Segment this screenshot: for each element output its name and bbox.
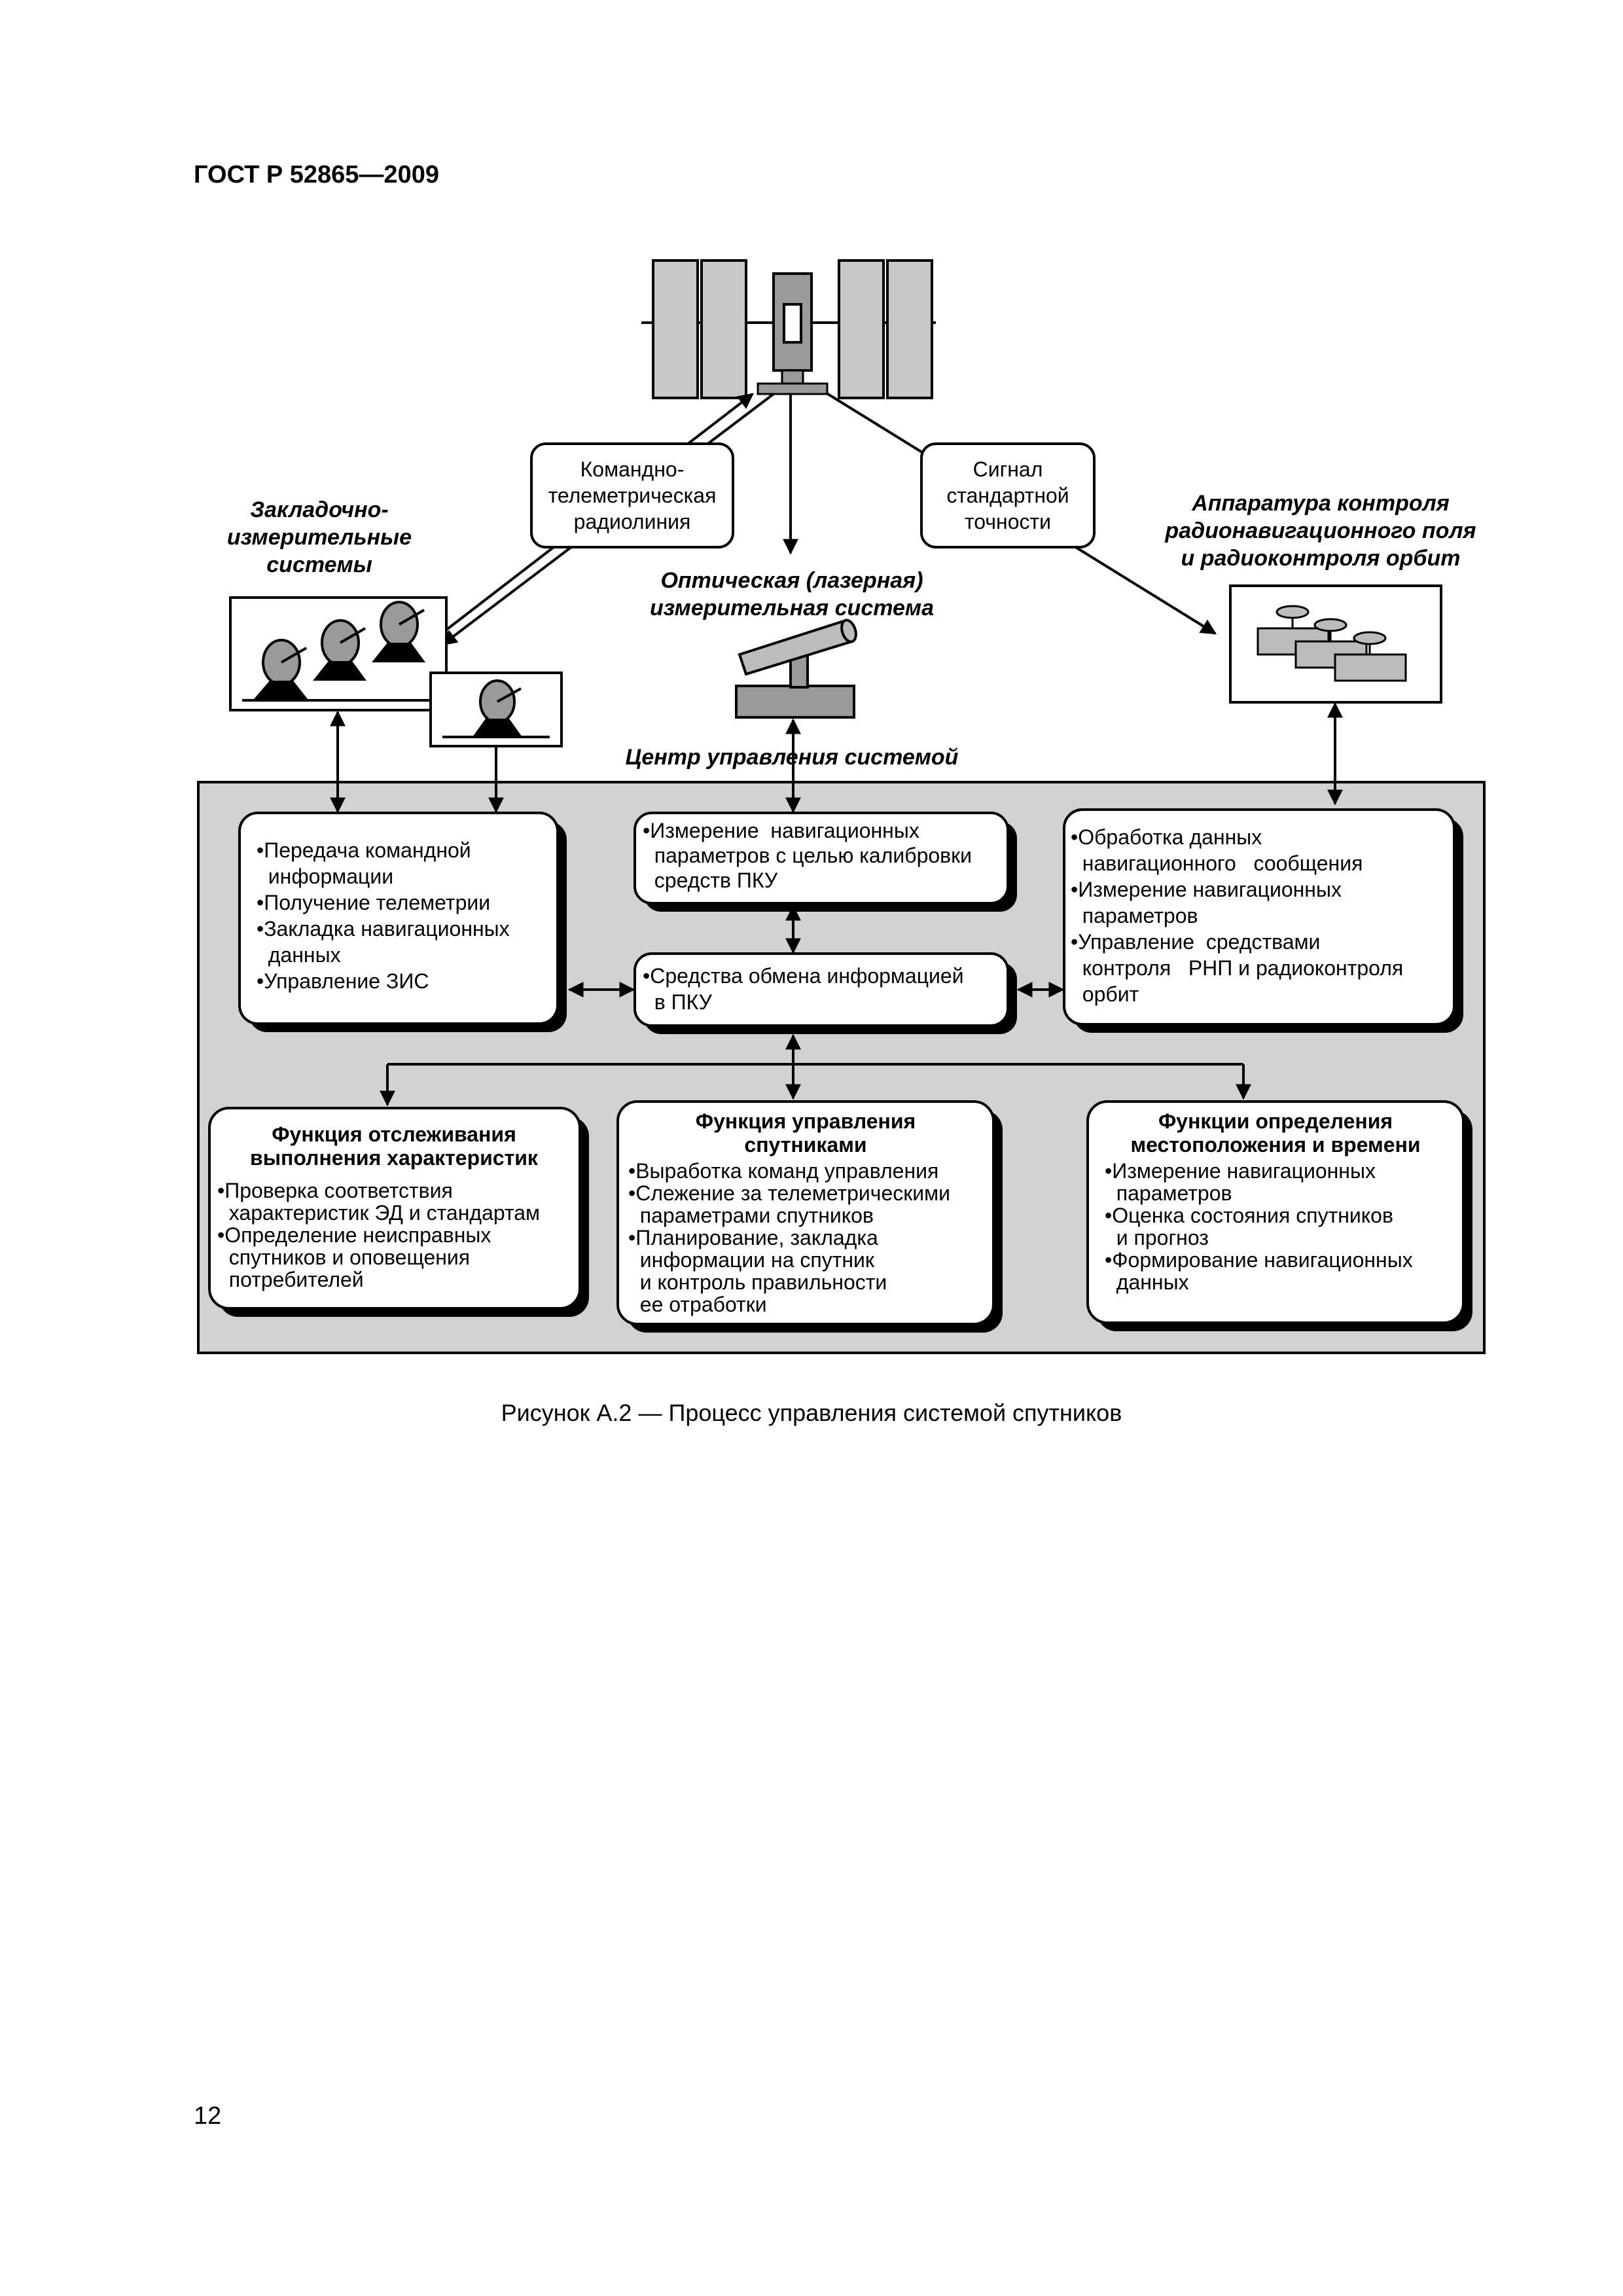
svg-text:Функции определения: Функции определения: [1158, 1109, 1393, 1133]
svg-text:Закладочно-: Закладочно-: [250, 497, 388, 522]
svg-text:•Передача командной: •Передача командной: [257, 838, 471, 862]
optical-system-label: Оптическая (лазерная) измерительная сист…: [650, 568, 934, 620]
svg-text:средств ПКУ: средств ПКУ: [643, 869, 778, 892]
svg-text:•Получение телеметрии: •Получение телеметрии: [257, 891, 490, 914]
svg-text:информации: информации: [257, 865, 393, 888]
svg-text:параметров с целью калибровки: параметров с целью калибровки: [643, 844, 972, 867]
svg-text:•Закладка навигационных: •Закладка навигационных: [257, 917, 510, 941]
command-telemetry-functions-box: •Передача командной информации •Получени…: [238, 812, 567, 1032]
svg-text:потребителей: потребителей: [217, 1268, 364, 1291]
info-exchange-box: •Средства обмена информацией в ПКУ: [633, 952, 1017, 1034]
zis-label: Закладочно- измерительные системы: [227, 497, 412, 577]
calibration-measurement-box: •Измерение навигационных параметров с це…: [633, 812, 1017, 912]
svg-text:•Слежение за телеметрическими: •Слежение за телеметрическими: [628, 1181, 950, 1205]
svg-text:•Определение неисправных: •Определение неисправных: [217, 1223, 491, 1247]
svg-text:Функция управления: Функция управления: [696, 1109, 916, 1133]
laser-telescope-icon: [735, 619, 857, 719]
svg-text:и контроль правильности: и контроль правильности: [628, 1270, 887, 1294]
svg-text:радиолиния: радиолиния: [574, 510, 691, 533]
antenna-dish-icon: [254, 639, 308, 699]
radio-link-label-box: Командно- телеметрическая радиолиния: [530, 442, 734, 548]
svg-text:•Средства обмена информацией: •Средства обмена информацией: [643, 964, 964, 988]
antenna-dish-icon: [1353, 631, 1387, 655]
svg-text:•Обработка данных: •Обработка данных: [1071, 825, 1262, 849]
svg-text:в ПКУ: в ПКУ: [643, 990, 713, 1014]
svg-text:телеметрическая: телеметрическая: [548, 484, 717, 507]
svg-text:параметрами спутников: параметрами спутников: [628, 1204, 874, 1227]
svg-text:•Управление ЗИС: •Управление ЗИС: [257, 969, 429, 993]
svg-text:радионавигационного поля: радионавигационного поля: [1164, 518, 1476, 543]
satellite-control-function-box: Функция управления спутниками •Выработка…: [616, 1100, 1003, 1333]
svg-text:данных: данных: [1105, 1270, 1189, 1294]
svg-text:•Оценка состояния спутников: •Оценка состояния спутников: [1105, 1204, 1393, 1227]
svg-text:и прогноз: и прогноз: [1105, 1226, 1209, 1249]
svg-text:Аппаратура контроля: Аппаратура контроля: [1191, 491, 1450, 516]
svg-text:•Управление средствами: •Управление средствами: [1071, 930, 1320, 954]
page-number: 12: [194, 2102, 222, 2130]
svg-text:ее отработки: ее отработки: [628, 1293, 767, 1316]
svg-text:навигационного сообщения: навигационного сообщения: [1071, 852, 1363, 875]
zis-stations-box: [229, 596, 448, 711]
svg-text:контроля РНП и радиоконтроля: контроля РНП и радиоконтроля: [1071, 956, 1403, 980]
svg-text:•Измерение навигационных: •Измерение навигационных: [1071, 878, 1342, 901]
svg-text:•Измерение навигационных: •Измерение навигационных: [1105, 1159, 1376, 1183]
antenna-dish-icon: [1313, 618, 1347, 641]
satellite-icon: [641, 259, 936, 399]
svg-text:Командно-: Командно-: [580, 457, 685, 481]
signal-label-box: Сигнал стандартной точности: [920, 442, 1096, 548]
performance-tracking-function-box: Функция отслеживания выполнения характер…: [208, 1107, 589, 1317]
svg-text:данных: данных: [257, 943, 341, 967]
svg-text:орбит: орбит: [1071, 982, 1139, 1006]
svg-text:выполнения характеристик: выполнения характеристик: [250, 1146, 539, 1170]
monitoring-equipment-box: [1229, 584, 1442, 704]
svg-text:Функция отслеживания: Функция отслеживания: [272, 1122, 516, 1146]
svg-text:и радиоконтроля орбит: и радиоконтроля орбит: [1181, 546, 1461, 571]
svg-text:параметров: параметров: [1105, 1181, 1232, 1205]
svg-text:местоположения и времени: местоположения и времени: [1131, 1133, 1421, 1157]
antenna-dish-icon: [372, 601, 425, 662]
svg-text:характеристик ЭД и стандартам: характеристик ЭД и стандартам: [217, 1201, 540, 1225]
document-header: ГОСТ Р 52865—2009: [194, 161, 439, 188]
svg-text:информации на спутник: информации на спутник: [628, 1248, 875, 1272]
svg-text:точности: точности: [965, 510, 1051, 533]
svg-text:•Проверка соответствия: •Проверка соответствия: [217, 1179, 453, 1202]
svg-text:измерительные: измерительные: [227, 525, 412, 550]
monitoring-equipment-label: Аппаратура контроля радионавигационного …: [1164, 491, 1476, 571]
svg-text:спутниками: спутниками: [744, 1133, 866, 1157]
svg-text:•Планирование, закладка: •Планирование, закладка: [628, 1226, 878, 1249]
svg-text:спутников и оповещения: спутников и оповещения: [217, 1246, 470, 1269]
figure-caption: Рисунок А.2 — Процесс управления системо…: [501, 1399, 1122, 1426]
svg-text:измерительная система: измерительная система: [650, 596, 934, 620]
zis-station-small-box: [429, 672, 563, 747]
svg-text:Оптическая (лазерная): Оптическая (лазерная): [660, 568, 923, 593]
navigation-data-processing-box: •Обработка данных навигационного сообщен…: [1063, 808, 1463, 1033]
svg-text:•Формирование навигационных: •Формирование навигационных: [1105, 1248, 1413, 1272]
positioning-time-function-box: Функции определения местоположения и вре…: [1086, 1100, 1472, 1331]
svg-text:стандартной: стандартной: [946, 484, 1069, 507]
svg-text:параметров: параметров: [1071, 904, 1198, 927]
svg-text:•Измерение навигационных: •Измерение навигационных: [643, 819, 919, 842]
svg-text:•Выработка команд управления: •Выработка команд управления: [628, 1159, 938, 1183]
antenna-dish-icon: [1275, 605, 1310, 628]
antenna-dish-icon: [313, 619, 366, 681]
svg-text:системы: системы: [266, 552, 372, 577]
svg-text:Сигнал: Сигнал: [973, 457, 1043, 481]
